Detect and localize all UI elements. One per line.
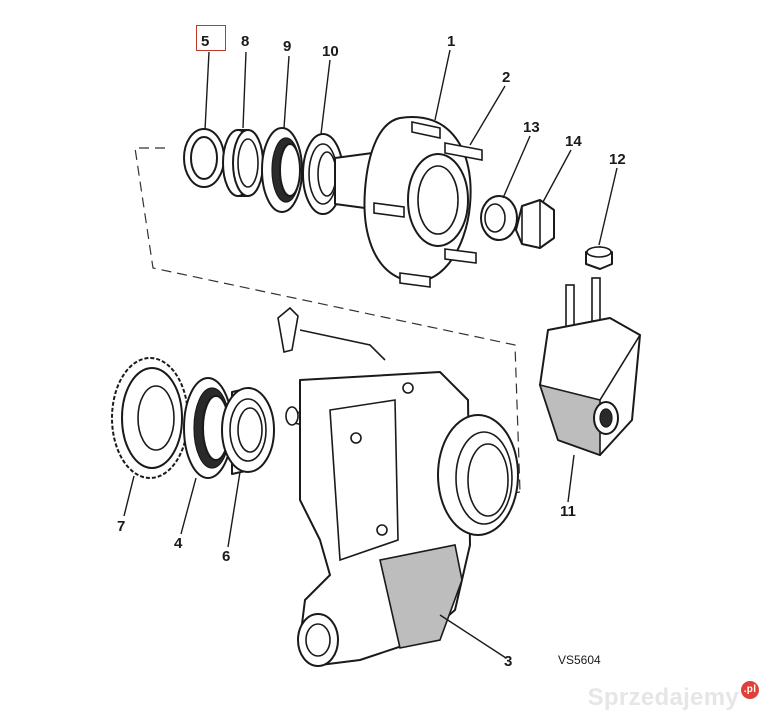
callout-10: 10 — [322, 43, 339, 60]
part-bearing-cone-9 — [261, 127, 303, 213]
part-seal-5 — [183, 128, 225, 188]
callout-6: 6 — [222, 548, 230, 565]
part-bearing-cup-8 — [222, 129, 264, 197]
callout-3: 3 — [504, 653, 512, 670]
part-nut-12 — [585, 246, 613, 270]
callout-1: 1 — [447, 33, 455, 50]
callout-7: 7 — [117, 518, 125, 535]
part-knuckle-3 — [297, 371, 519, 667]
part-bolt — [277, 306, 386, 361]
callout-12: 12 — [609, 151, 626, 168]
watermark-suffix: .pl — [741, 681, 759, 699]
callout-14: 14 — [565, 133, 582, 150]
callout-2: 2 — [502, 69, 510, 86]
callout-5: 5 — [201, 33, 209, 50]
callout-13: 13 — [523, 119, 540, 136]
leader-lines — [123, 49, 618, 659]
part-wheel-stud-2 — [373, 121, 483, 288]
drawing-code: VS5604 — [558, 653, 601, 667]
part-washer-13 — [480, 195, 518, 241]
part-hub-nut-14 — [515, 199, 555, 249]
callout-8: 8 — [241, 33, 249, 50]
callout-11: 11 — [560, 503, 576, 520]
watermark-text: Sprzedajemy — [587, 684, 739, 711]
watermark: Sprzedajemy .pl — [587, 681, 759, 712]
part-tone-ring-7 — [111, 357, 189, 479]
part-bearing-6 — [221, 387, 275, 475]
callout-9: 9 — [283, 38, 291, 55]
highlight-box — [196, 25, 226, 51]
callout-4: 4 — [174, 535, 183, 552]
part-bracket-11 — [538, 277, 641, 457]
part-hub-1 — [334, 115, 483, 288]
part-seal-4 — [183, 377, 233, 479]
